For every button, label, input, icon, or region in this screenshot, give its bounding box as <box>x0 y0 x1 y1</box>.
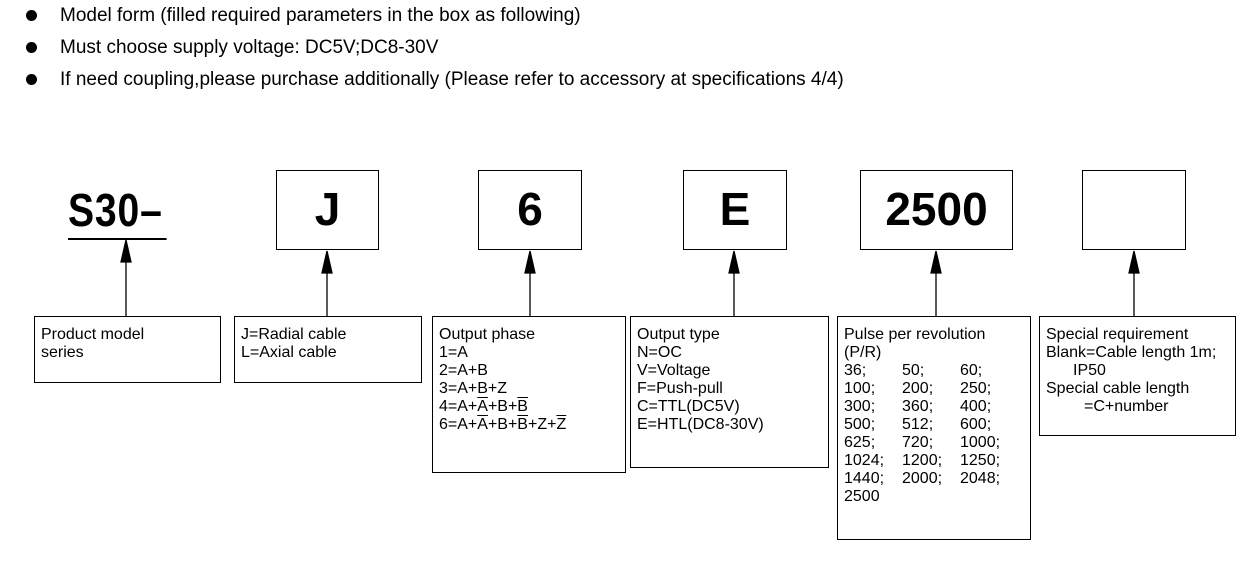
desc-line: E=HTL(DC8-30V) <box>637 416 764 433</box>
bullet-text: If need coupling,please purchase additio… <box>60 69 844 90</box>
desc-line: C=TTL(DC5V) <box>637 398 740 415</box>
pulse-value: 300; <box>844 398 876 415</box>
code-box-cable: J <box>276 170 379 250</box>
model-prefix: S30– <box>68 182 167 240</box>
pulse-value: 1200; <box>902 452 943 469</box>
phase-signal-inverted: B <box>517 416 528 433</box>
pulse-value: 100; <box>844 380 876 397</box>
phase-signal: + <box>467 398 478 415</box>
phase-signal-inverted: A <box>477 416 488 433</box>
code-box-special <box>1082 170 1186 250</box>
output-type-box: Output type N=OC V=Voltage F=Push-pull C… <box>630 316 829 468</box>
phase-prefix: 3=A+B+Z <box>439 380 508 397</box>
phase-prefix: 6= <box>439 416 458 433</box>
phase-row: 3=A+B+Z <box>439 380 625 398</box>
desc-line: Blank=Cable length 1m; <box>1046 344 1217 361</box>
pulse-value: 50; <box>902 362 925 379</box>
pulse-value: 250; <box>960 380 992 397</box>
pulse-value: 1024; <box>844 452 885 469</box>
phase-row: 4=A+A+B+B <box>439 398 625 416</box>
phase-signal: Z <box>537 416 548 433</box>
bullet-dot-icon <box>26 74 37 85</box>
desc-line: Product model <box>41 326 145 343</box>
pulse-value: 2500 <box>844 488 880 505</box>
phase-signal: A <box>457 416 468 433</box>
pulse-value: 36; <box>844 362 867 379</box>
phase-signal: B <box>497 398 508 415</box>
phase-signal: + <box>547 416 557 433</box>
pulse-value: 400; <box>960 398 992 415</box>
desc-title: Output phase <box>439 326 536 343</box>
bullet-coupling: If need coupling,please purchase additio… <box>26 64 844 96</box>
bullet-supply-voltage: Must choose supply voltage: DC5V;DC8-30V <box>26 32 844 64</box>
phase-row: 2=A+B <box>439 362 625 380</box>
phase-signal: + <box>507 416 518 433</box>
pulse-value: 60; <box>960 362 983 379</box>
desc-line: =C+number <box>1084 398 1169 415</box>
bullet-list: Model form (filled required parameters i… <box>26 0 844 96</box>
phase-row: 1=A <box>439 344 625 362</box>
bullet-dot-icon <box>26 42 37 53</box>
phase-row: 6=A+A+B+B+Z+Z <box>439 416 625 434</box>
phase-signal: + <box>527 416 538 433</box>
code-box-output-type: E <box>683 170 787 250</box>
desc-subtitle: (P/R) <box>844 344 882 361</box>
pulse-box: Pulse per revolution (P/R) 36; 50; 60; 100;… <box>837 316 1031 540</box>
desc-line: V=Voltage <box>637 362 711 379</box>
phase-signal: B <box>497 416 508 433</box>
phase-signal-inverted: Z <box>556 416 567 433</box>
product-series-box: Product model series <box>34 316 221 383</box>
pulse-value: 625; <box>844 434 876 451</box>
phase-signal: + <box>507 398 518 415</box>
phase-prefix: 2=A+B <box>439 362 488 379</box>
arrow-pulse <box>930 250 942 316</box>
phase-prefix: 1=A <box>439 344 468 361</box>
bullet-model-form: Model form (filled required parameters i… <box>26 0 844 32</box>
arrow-output-phase <box>524 250 536 316</box>
phase-signal-inverted: B <box>517 398 528 415</box>
bullet-text: Model form (filled required parameters i… <box>60 5 581 26</box>
arrow-product-series <box>120 239 132 316</box>
phase-signal-inverted: A <box>477 398 488 415</box>
pulse-value: 200; <box>902 380 934 397</box>
phase-signal: + <box>487 416 498 433</box>
arrow-output-type <box>728 250 740 316</box>
cable-box: J=Radial cable L=Axial cable <box>234 316 422 383</box>
code-box-output-phase: 6 <box>478 170 582 250</box>
bullet-dot-icon <box>26 10 37 21</box>
phase-signal: + <box>467 416 478 433</box>
desc-title: Special requirement <box>1046 326 1189 343</box>
desc-line: N=OC <box>637 344 682 361</box>
desc-title: Pulse per revolution <box>844 326 986 343</box>
desc-title: Output type <box>637 326 720 343</box>
bullet-text: Must choose supply voltage: DC5V;DC8-30V <box>60 37 439 58</box>
pulse-value-grid: 36; 50; 60; 100; 200; 250; 300; 360; 400; 500; 512… <box>844 362 1030 506</box>
desc-line: F=Push-pull <box>637 380 723 397</box>
code-box-pulse: 2500 <box>860 170 1013 250</box>
pulse-value: 360; <box>902 398 934 415</box>
pulse-value: 1000; <box>960 434 1001 451</box>
desc-line: series <box>41 344 84 361</box>
desc-line: Special cable length <box>1046 380 1190 397</box>
phase-prefix: 4= <box>439 398 458 415</box>
phase-signal: A <box>457 398 468 415</box>
pulse-value: 500; <box>844 416 876 433</box>
arrow-cable <box>321 250 333 316</box>
arrow-special <box>1128 250 1140 316</box>
pulse-value: 1250; <box>960 452 1001 469</box>
pulse-value: 1440; <box>844 470 885 487</box>
phase-signal: + <box>487 398 498 415</box>
pulse-value: 720; <box>902 434 934 451</box>
desc-line: L=Axial cable <box>241 344 337 361</box>
desc-line: IP50 <box>1073 362 1106 379</box>
special-box: Special requirement Blank=Cable length 1… <box>1039 316 1236 436</box>
pulse-value: 2048; <box>960 470 1001 487</box>
pulse-value: 512; <box>902 416 934 433</box>
output-phase-box: Output phase 1=A 2=A+B 3=A+B+Z 4=A+A+B+B… <box>432 316 626 473</box>
pulse-value: 600; <box>960 416 992 433</box>
pulse-value: 2000; <box>902 470 943 487</box>
desc-line: J=Radial cable <box>241 326 347 343</box>
